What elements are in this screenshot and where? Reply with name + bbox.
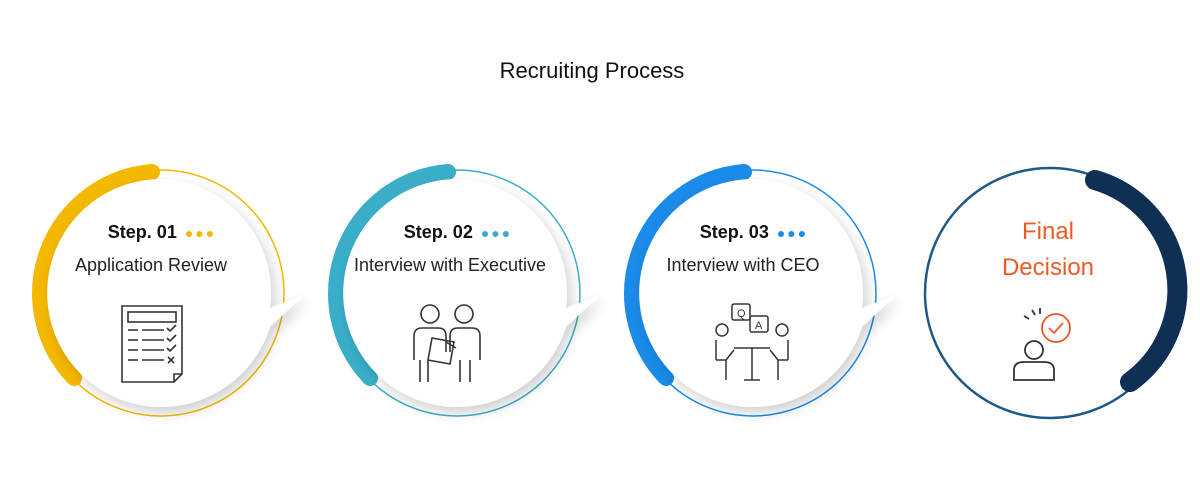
step-card-2: Step. 02●●● Interview with Executive <box>320 160 620 430</box>
step-label: Step. 01●●● <box>107 222 217 242</box>
svg-text:A: A <box>755 320 763 332</box>
person-check-icon <box>1013 308 1071 381</box>
two-people-icon <box>413 304 481 382</box>
dots-icon: ●●● <box>480 225 513 242</box>
document-checklist-icon <box>121 305 183 383</box>
final-decision-card: Final Decision <box>918 160 1200 430</box>
step-name: Application Review <box>74 255 228 275</box>
step-label: Step. 03●●● <box>699 222 809 242</box>
qa-meeting-icon: Q A <box>715 303 789 381</box>
svg-text:Q: Q <box>737 308 746 320</box>
step-card-3: Step. 03●●● Interview with CEO Q A <box>616 160 916 430</box>
dots-icon: ●●● <box>184 225 217 242</box>
step-label: Step. 02●●● <box>403 222 513 242</box>
step-name: Interview with Executive <box>353 255 547 275</box>
step-name: Interview with CEO <box>666 255 820 275</box>
dots-icon: ●●● <box>776 225 809 242</box>
final-decision-text: Final Decision <box>1001 218 1095 281</box>
step-card-1: Step. 01●●● Application Review <box>24 160 324 430</box>
page-title: Recruiting Process <box>499 58 685 83</box>
